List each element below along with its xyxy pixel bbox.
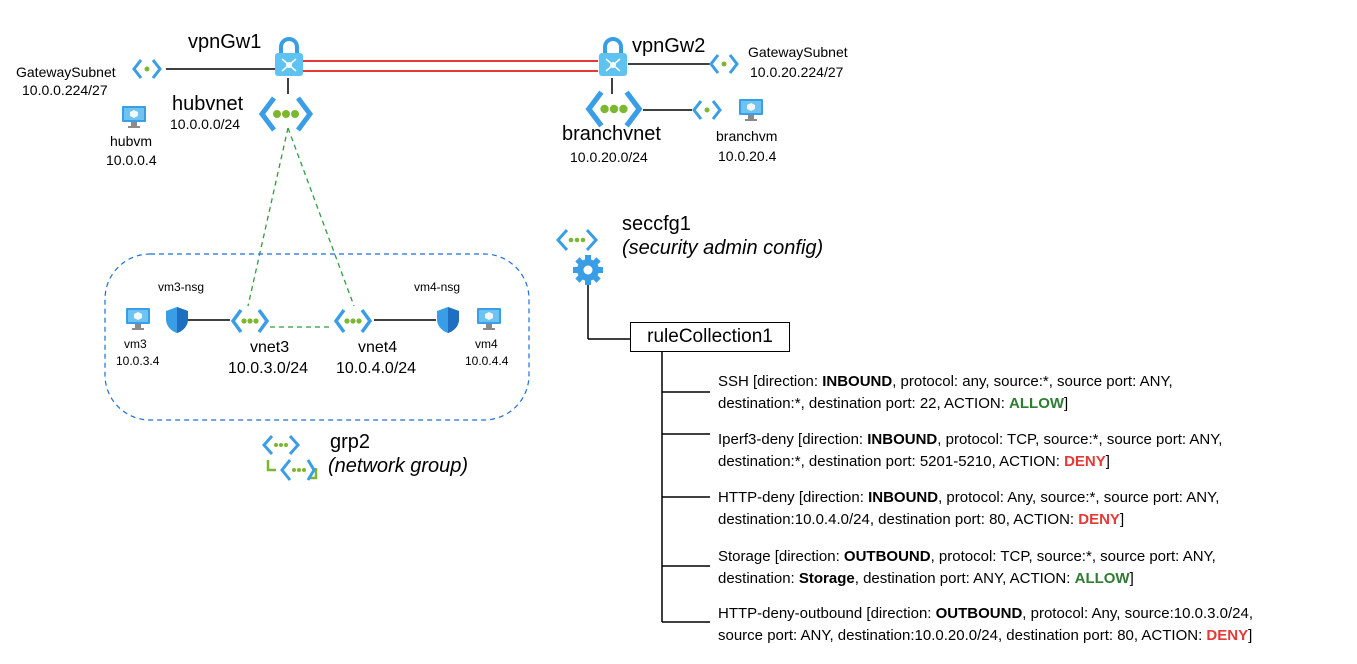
vnet-icon — [585, 90, 643, 128]
vm4-ip: 10.0.4.4 — [465, 354, 509, 368]
peering-hub-vnet4 — [287, 127, 355, 307]
vm-icon — [126, 308, 150, 330]
rule-destination: * — [794, 395, 801, 412]
vm3-name: vm3 — [124, 337, 147, 351]
rule-destination-port: 5201-5210 — [919, 453, 992, 470]
vpn-gateway-icon — [275, 37, 303, 76]
rule-collection-box: ruleCollection1 — [630, 322, 790, 352]
subnet-icon — [692, 100, 722, 120]
branch-gateway-subnet-cidr: 10.0.20.224/27 — [750, 64, 844, 80]
rule-source-port: ANY — [1186, 489, 1216, 506]
vnet4-name: vnet4 — [358, 339, 398, 356]
vnet-icon — [230, 308, 270, 334]
hub-gateway-subnet-name: GatewaySubnet — [16, 64, 116, 80]
rule-name: SSH — [718, 373, 749, 390]
rule-source: 10.0.3.0/24 — [1173, 605, 1249, 622]
branch-vnet-name: branchvnet — [562, 123, 661, 145]
rule-source-port: ANY — [1189, 431, 1219, 448]
vnet3-name: vnet3 — [250, 339, 290, 356]
network-group-boundary — [104, 253, 530, 421]
rule-protocol: Any — [1091, 605, 1117, 622]
rule-source: * — [1092, 431, 1099, 448]
rule-destination: * — [794, 453, 801, 470]
peering-hub-vnet3 — [247, 127, 289, 307]
rule-protocol: TCP — [1007, 431, 1036, 448]
rule-direction: INBOUND — [868, 489, 939, 506]
vm3-ip: 10.0.3.4 — [116, 354, 160, 368]
branch-gateway-subnet-name: GatewaySubnet — [748, 44, 848, 60]
rule-direction: OUTBOUND — [935, 605, 1023, 622]
hub-vnet-cidr: 10.0.0.0/24 — [170, 116, 241, 132]
vnet4-cidr: 10.0.4.0/24 — [336, 360, 417, 377]
rule-destination-port: 80 — [989, 511, 1006, 528]
nsg-shield-icon — [437, 307, 459, 333]
rule-name: Storage — [718, 548, 771, 565]
rule-destination-port: 22 — [919, 395, 937, 412]
branch-vm-ip: 10.0.20.4 — [718, 148, 777, 164]
rule-item: Storage [direction: OUTBOUND, protocol: … — [718, 548, 1216, 587]
security-config-name: seccfg1 — [622, 213, 691, 235]
rule-action: DENY — [1206, 627, 1249, 644]
rule-destination: 10.0.20.0/24 — [914, 627, 998, 644]
rule-name: HTTP-deny-outbound — [718, 605, 863, 622]
hub-gateway-subnet-cidr: 10.0.0.224/27 — [22, 82, 108, 98]
rule-source-port: ANY — [1182, 548, 1212, 565]
network-group-icon — [262, 435, 318, 481]
hub-vm-name: hubvm — [110, 133, 153, 149]
hub-vm-ip: 10.0.0.4 — [106, 152, 157, 168]
rule-source-port: ANY — [1139, 373, 1169, 390]
rule-protocol: Any — [1007, 489, 1033, 506]
hub-gateway-name: vpnGw1 — [188, 31, 262, 53]
rule-name: HTTP-deny — [718, 489, 795, 506]
rule-source: * — [1085, 548, 1092, 565]
subnet-icon — [709, 54, 739, 74]
vm-icon — [122, 106, 146, 128]
rule-protocol: any — [962, 373, 986, 390]
rule-direction: OUTBOUND — [843, 548, 931, 565]
rule-direction: INBOUND — [867, 431, 938, 448]
rule-action: DENY — [1064, 453, 1106, 470]
rule-item: HTTP-deny-outbound [direction: OUTBOUND,… — [718, 605, 1254, 644]
network-group-type: (network group) — [328, 455, 469, 477]
vnet-icon — [333, 308, 373, 334]
vm-icon — [739, 99, 763, 121]
branch-gateway-name: vpnGw2 — [632, 35, 706, 57]
security-admin-config-icon — [555, 228, 603, 285]
rule-action: DENY — [1078, 511, 1120, 528]
rule-destination-port: ANY — [973, 570, 1003, 587]
vm-icon — [477, 308, 501, 330]
rule-action: ALLOW — [1009, 395, 1065, 412]
security-config-type: (security admin config) — [622, 237, 824, 259]
network-group-name: grp2 — [330, 431, 371, 453]
rule-destination: Storage — [798, 570, 855, 587]
vpn-gateway-icon — [599, 37, 627, 76]
rule-item: SSH [direction: INBOUND, protocol: any, … — [718, 373, 1173, 412]
subnet-icon — [132, 59, 162, 79]
rule-protocol: TCP — [1000, 548, 1029, 565]
vnet3-cidr: 10.0.3.0/24 — [228, 360, 309, 377]
rule-item: HTTP-deny [direction: INBOUND, protocol:… — [718, 489, 1220, 528]
branch-vm-name: branchvm — [716, 128, 778, 144]
vm3-nsg-label: vm3-nsg — [158, 280, 205, 294]
rule-destination: 10.0.4.0/24 — [794, 511, 870, 528]
vm4-name: vm4 — [475, 337, 498, 351]
rule-destination-port: 80 — [1117, 627, 1134, 644]
vnet-icon — [258, 96, 314, 132]
hub-vnet-name: hubvnet — [172, 93, 244, 115]
rule-item: Iperf3-deny [direction: INBOUND, protoco… — [718, 431, 1223, 470]
rule-action: ALLOW — [1074, 570, 1130, 587]
vm4-nsg-label: vm4-nsg — [414, 280, 461, 294]
nsg-shield-icon — [166, 307, 188, 333]
branch-vnet-cidr: 10.0.20.0/24 — [570, 149, 648, 165]
rule-source: * — [1042, 373, 1049, 390]
rule-source: * — [1089, 489, 1096, 506]
rule-name: Iperf3-deny — [718, 431, 794, 448]
rule-source-port: ANY — [800, 627, 830, 644]
rule-direction: INBOUND — [822, 373, 893, 390]
